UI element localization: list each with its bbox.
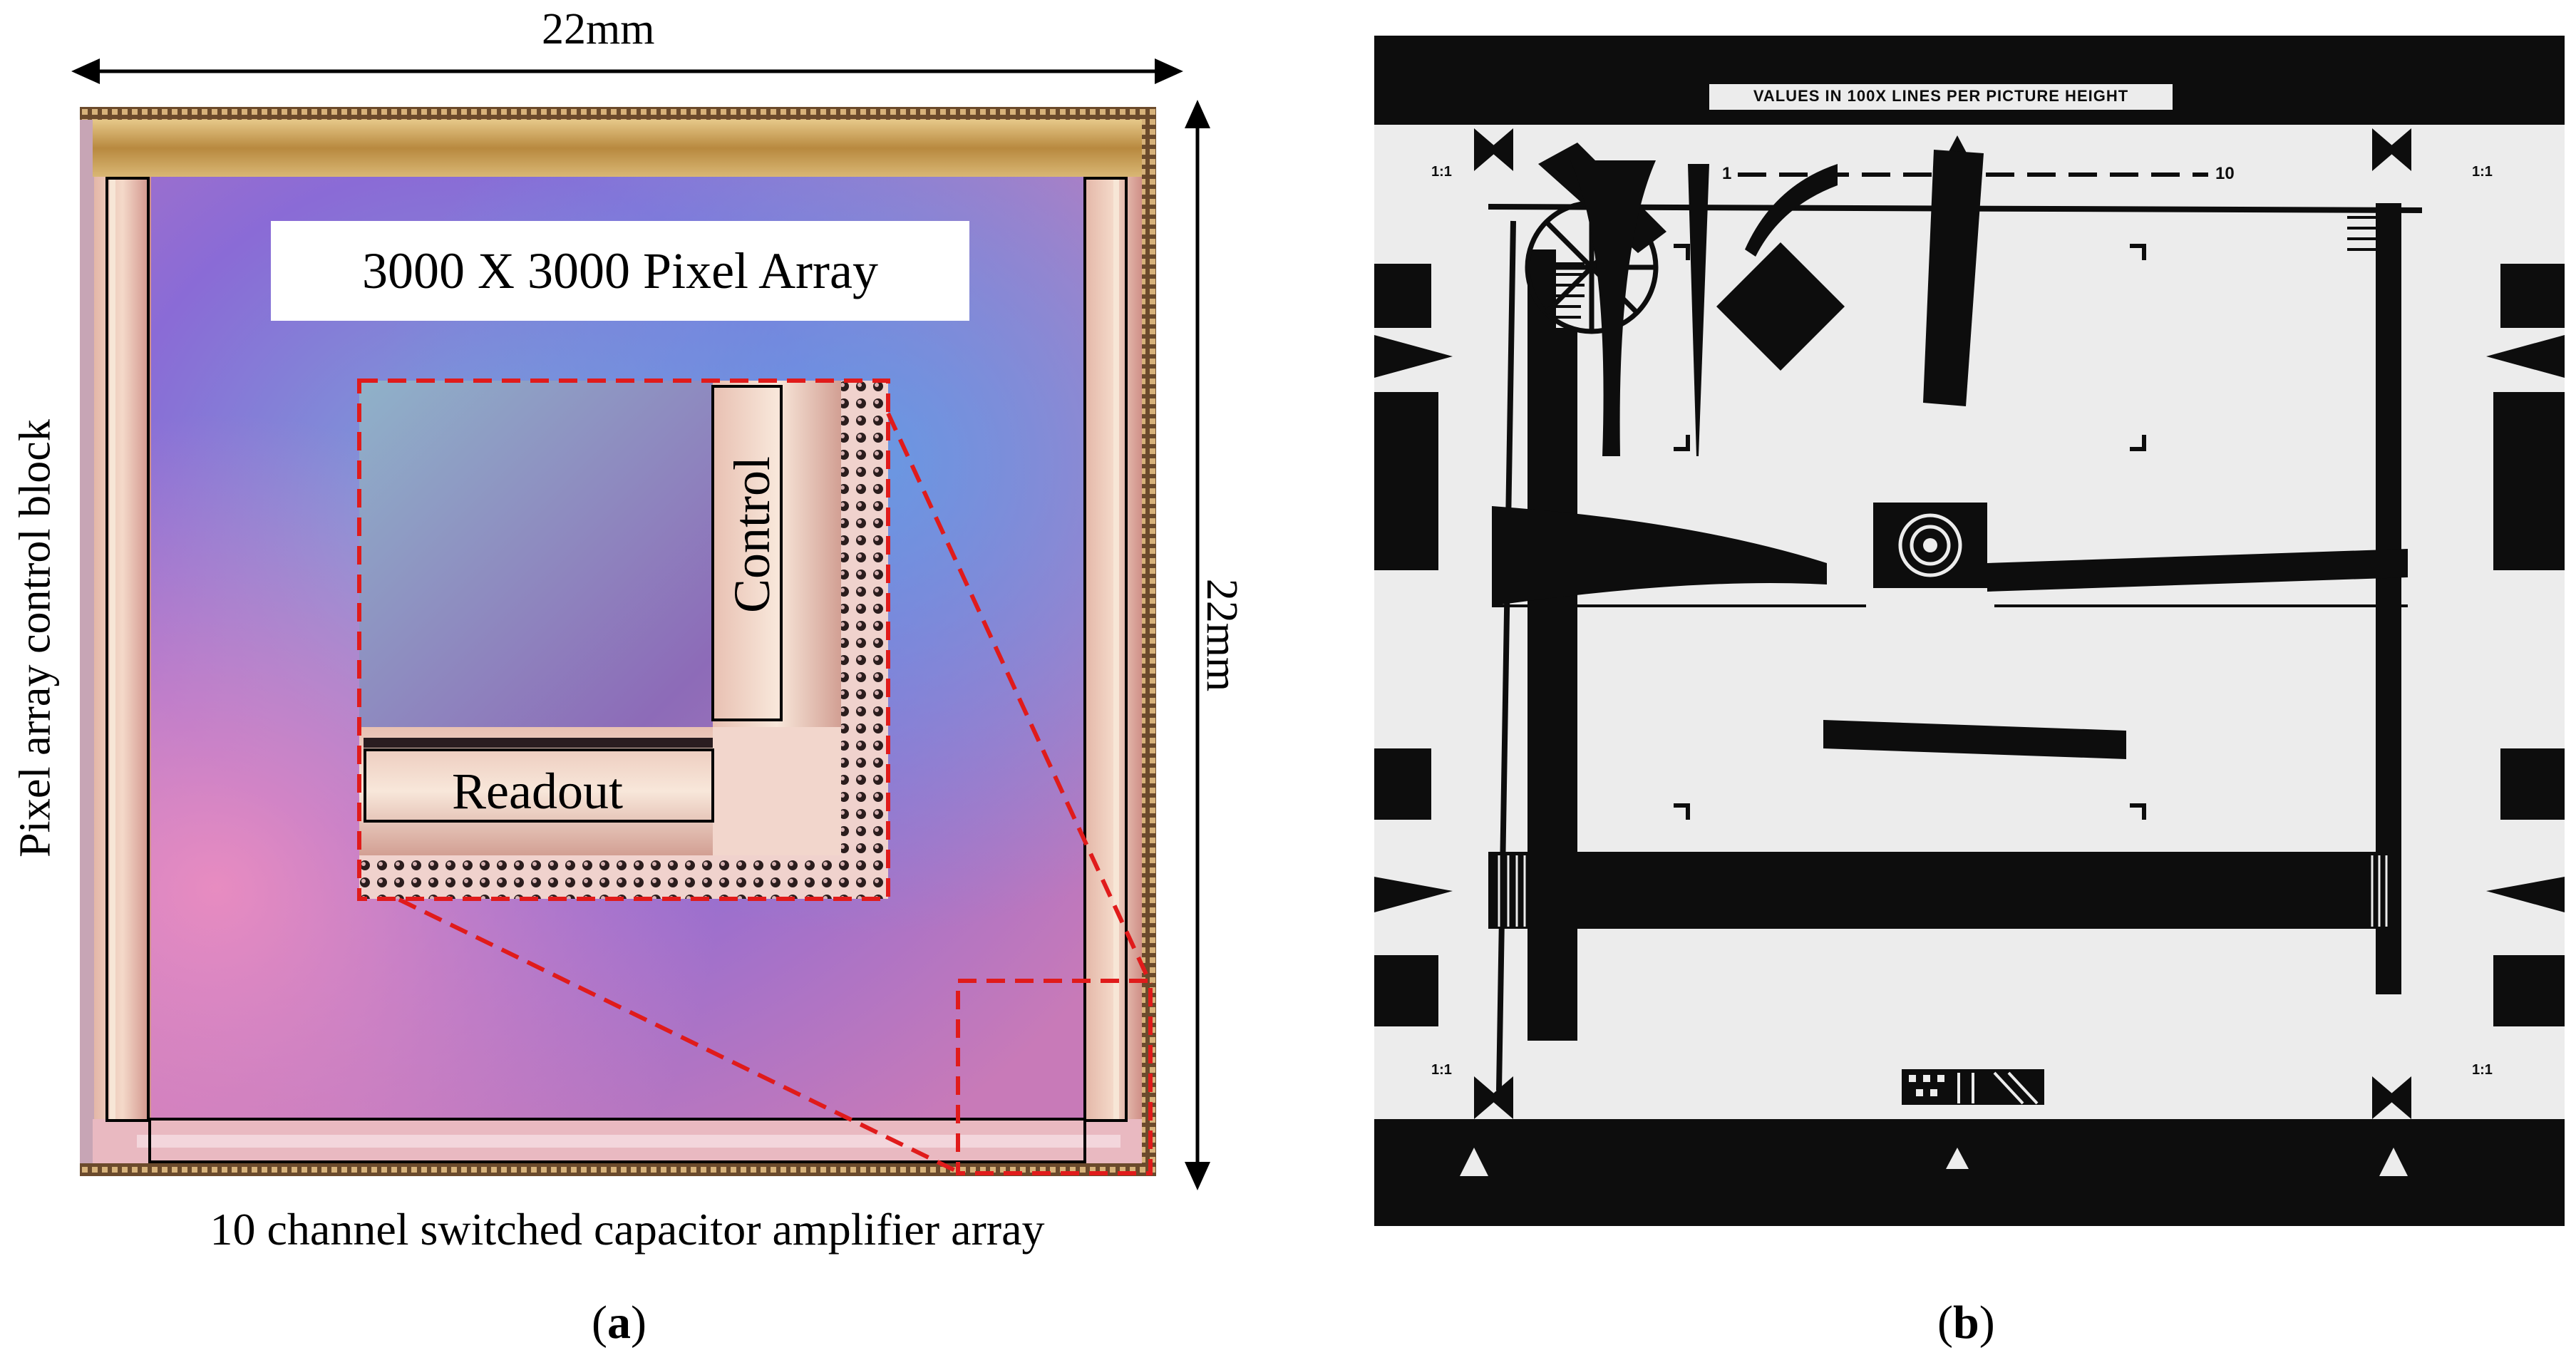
panel-b-letter: (b): [1937, 1297, 1995, 1349]
panel-b: VALUES IN 100X LINES PER PICTURE HEIGHT …: [1374, 36, 2565, 1226]
width-dimension-label: 22mm: [542, 5, 655, 53]
pixel-array-control-block-label: Pixel array control block: [11, 419, 60, 857]
chart-corner-mark-bl: 1:1: [1431, 1062, 1452, 1078]
chart-corner-mark-br: 1:1: [2472, 1062, 2493, 1078]
chart-corner-mark-tr: 1:1: [2472, 164, 2493, 180]
chart-scale-start: 1: [1722, 164, 1732, 183]
resolution-test-chart: [1374, 36, 2565, 1226]
pixel-array-label: 3000 X 3000 Pixel Array: [271, 221, 969, 321]
chart-corner-mark-tl: 1:1: [1431, 164, 1452, 180]
readout-label: Readout: [452, 763, 623, 820]
control-label: Control: [723, 456, 780, 614]
height-dimension-arrow: [1185, 100, 1210, 1190]
panel-a-letter: (a): [592, 1297, 646, 1349]
chart-scale-end: 10: [2215, 164, 2235, 183]
chart-header: VALUES IN 100X LINES PER PICTURE HEIGHT: [1753, 87, 2129, 105]
amplifier-array-label: 10 channel switched capacitor amplifier …: [210, 1204, 1045, 1255]
panel-a: 22mm 22mm Pixel array control block: [0, 0, 1254, 1370]
magnified-inset: [357, 378, 890, 901]
height-dimension-label: 22mm: [1197, 578, 1246, 692]
width-dimension-arrow: [71, 58, 1183, 84]
